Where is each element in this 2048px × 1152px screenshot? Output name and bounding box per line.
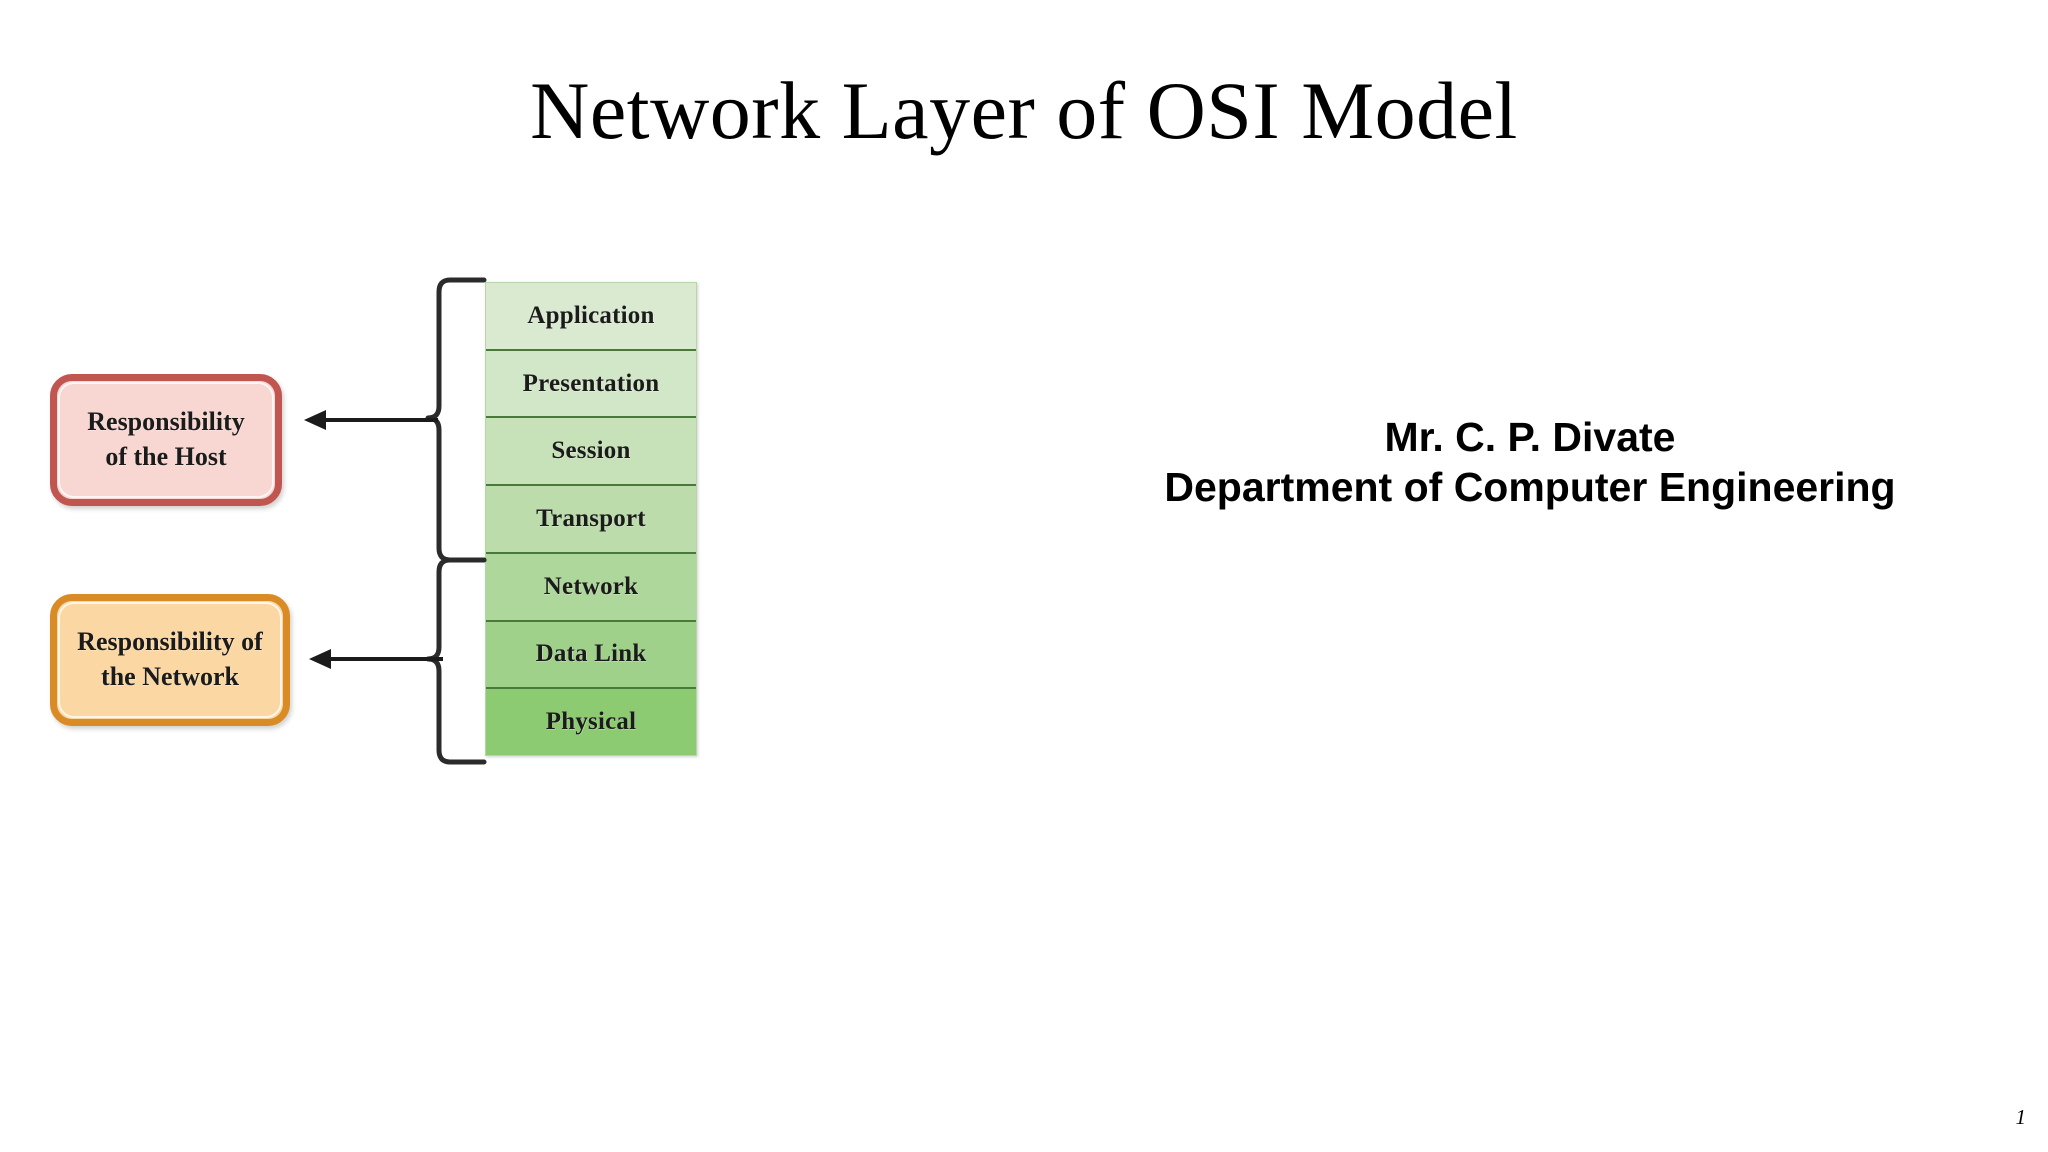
page-title: Network Layer of OSI Model bbox=[530, 65, 1518, 156]
osi-model-diagram: Application Presentation Session Transpo… bbox=[0, 0, 1000, 1152]
responsibility-network-box[interactable]: Responsibility of the Network bbox=[50, 594, 290, 726]
arrow-to-network-box bbox=[309, 649, 443, 669]
osi-layer-presentation[interactable]: Presentation bbox=[486, 350, 696, 419]
osi-layer-label: Application bbox=[527, 301, 655, 329]
osi-layer-application[interactable]: Application bbox=[486, 283, 696, 351]
osi-layer-label: Physical bbox=[545, 708, 637, 736]
host-label-line-1: Responsibility bbox=[87, 407, 245, 437]
responsibility-host-label: Responsibility of the Host bbox=[77, 405, 255, 474]
arrow-to-host-box bbox=[304, 410, 438, 430]
host-label-line-2: of the Host bbox=[105, 442, 227, 471]
osi-layer-label: Session bbox=[551, 437, 631, 465]
osi-layer-label: Transport bbox=[536, 505, 646, 533]
responsibility-host-box[interactable]: Responsibility of the Host bbox=[50, 374, 282, 506]
presenter-name: Mr. C. P. Divate bbox=[1384, 414, 1676, 460]
osi-layer-data-link[interactable]: Data Link bbox=[486, 621, 696, 690]
osi-layer-stack: Application Presentation Session Transpo… bbox=[485, 282, 697, 756]
osi-layer-physical[interactable]: Physical bbox=[486, 689, 696, 756]
osi-layer-session[interactable]: Session bbox=[486, 418, 696, 487]
responsibility-network-label: Responsibility of the Network bbox=[67, 625, 273, 694]
osi-layer-label: Network bbox=[543, 572, 639, 600]
presenter-department: Department of Computer Engineering bbox=[1164, 464, 1896, 511]
osi-layer-transport[interactable]: Transport bbox=[486, 486, 696, 554]
network-label-line-1: Responsibility of bbox=[77, 627, 263, 657]
network-label-line-2: the Network bbox=[101, 662, 239, 691]
osi-layer-label: Presentation bbox=[522, 369, 660, 397]
osi-layer-label: Data Link bbox=[535, 640, 647, 668]
presenter-credit: Mr. C. P. Divate Department of Computer … bbox=[1060, 412, 2000, 512]
page-number: 1 bbox=[2015, 1105, 2027, 1129]
osi-layer-network[interactable]: Network bbox=[486, 553, 696, 622]
